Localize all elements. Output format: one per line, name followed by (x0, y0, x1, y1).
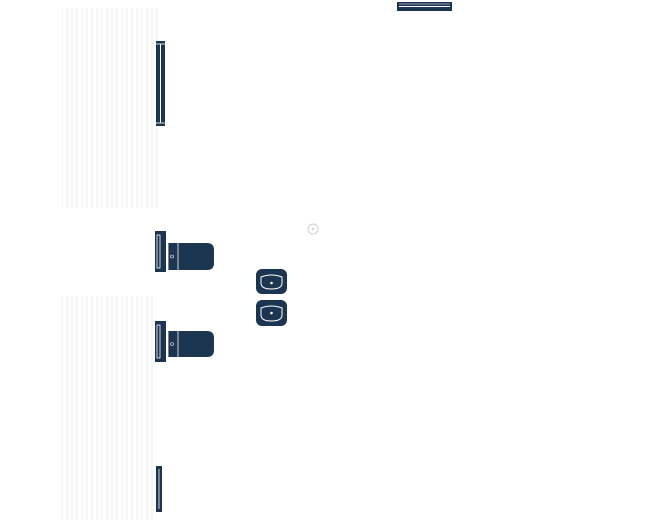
sink-icon (256, 300, 287, 326)
window-icon (397, 2, 452, 11)
wall-hatch-icon (62, 8, 158, 208)
wall-hatch-icon (58, 296, 154, 520)
circle-marker-icon (307, 223, 319, 235)
sink-icon (256, 269, 287, 294)
window-icon (156, 41, 165, 126)
toilet-icon (155, 321, 214, 362)
window-icon (156, 466, 162, 512)
toilet-icon (155, 231, 214, 272)
